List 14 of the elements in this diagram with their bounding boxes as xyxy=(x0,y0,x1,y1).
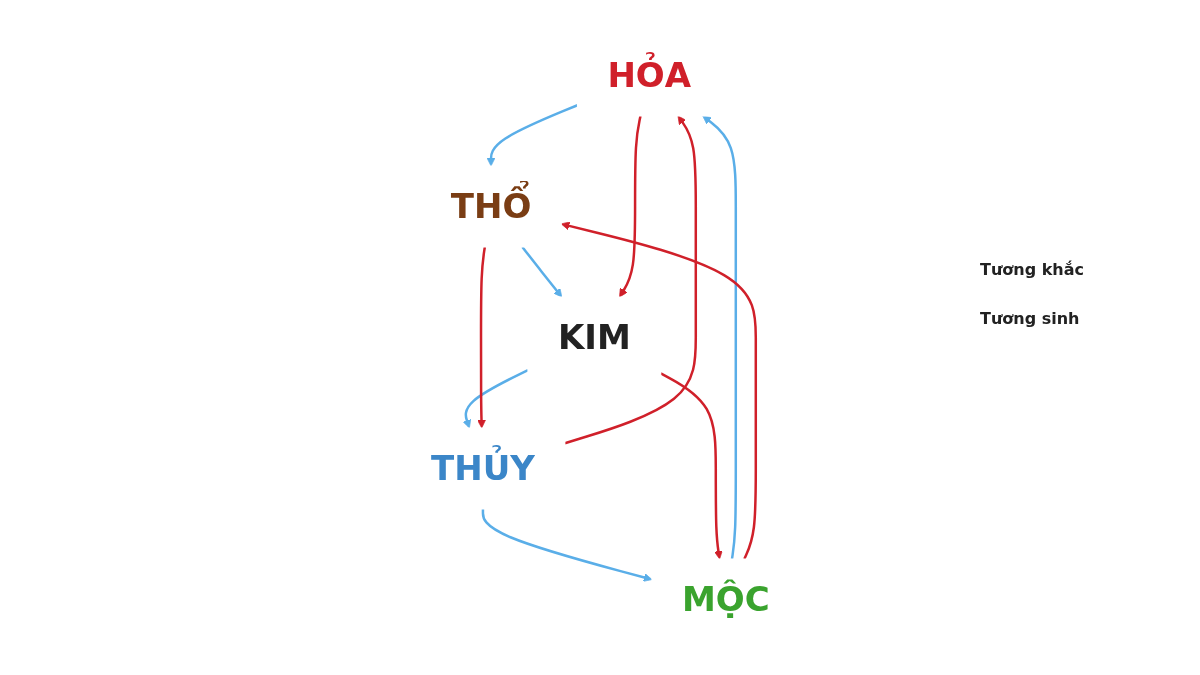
arrow xyxy=(618,115,642,298)
arrow xyxy=(659,372,723,560)
arrow xyxy=(702,115,737,560)
node-text: MỘC xyxy=(681,579,770,619)
arrow xyxy=(481,509,652,582)
arrow xyxy=(476,246,486,429)
note-text: Tương sinh xyxy=(980,309,1081,328)
arrow xyxy=(462,369,529,429)
arrow xyxy=(564,115,697,445)
note-text: Tương khắc xyxy=(980,260,1085,279)
arrow xyxy=(521,246,562,298)
arrow xyxy=(560,221,757,560)
node-text: KIM xyxy=(557,317,631,357)
arrow xyxy=(486,104,578,167)
